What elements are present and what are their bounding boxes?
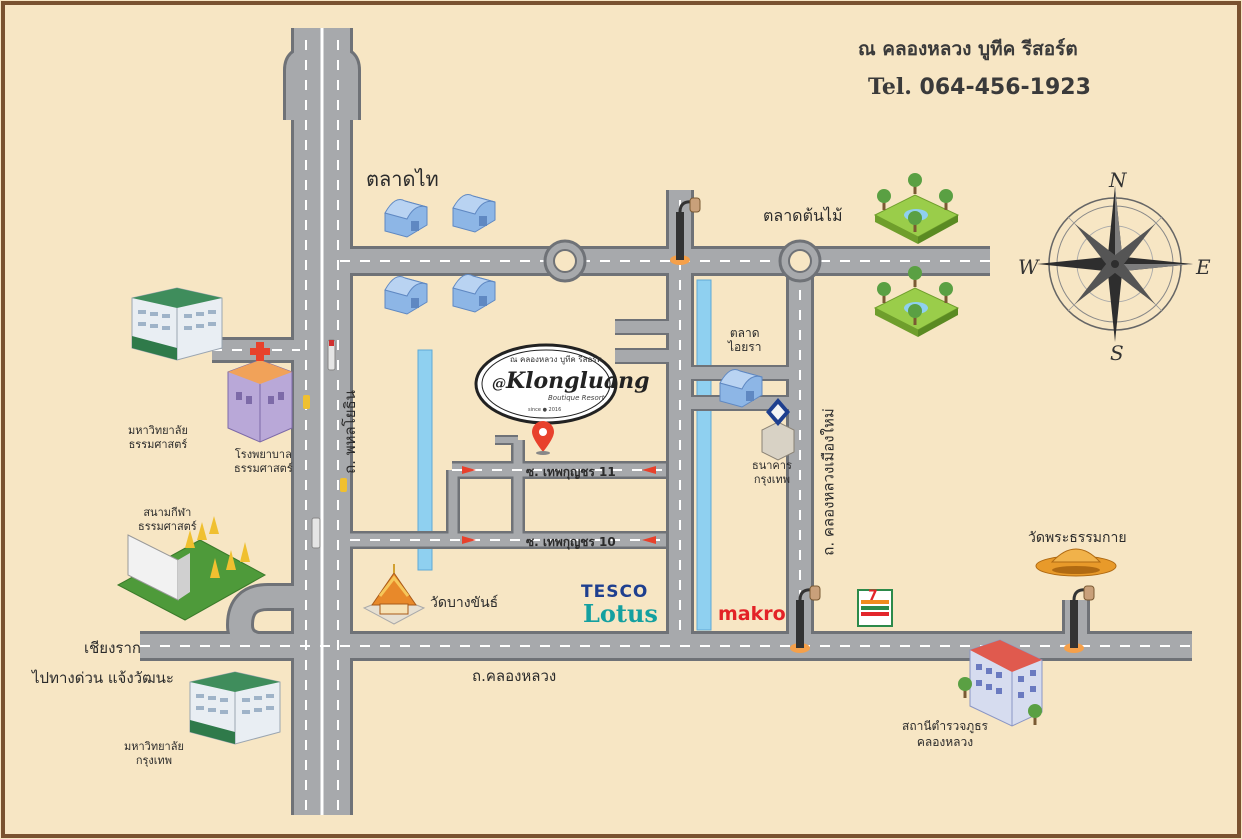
tesco-logo-text: TESCO [581,582,649,602]
talad-aira-line1: ตลาด [729,326,760,340]
resort-location-pin-icon [532,421,554,455]
phahonyothin-road-label: ถ. พหลโยธิน [340,390,359,474]
thammasat-hospital-line1: โรงพยาบาล [234,448,292,461]
thammasat-university-label: มหาวิทยาลัย ธรรมศาสตร์ [128,424,188,452]
bangkok-bank-line2: กรุงเทพ [753,473,791,486]
thammasat-stadium-line1: สนามกีฬา [143,506,192,519]
police-station-label: สถานีตำรวจภูธร คลองหลวง [902,718,988,750]
dhammakaya-dome-icon [1035,548,1117,577]
logo-since: since ● 2016 [528,407,562,413]
car-icon [340,478,347,492]
police-station-icon [958,639,1043,727]
soi-10-label: ซ. เทพกุญชร 10 [526,535,616,549]
car-icon [303,395,310,409]
logo-at: @ [492,376,506,392]
tel-number: 064-456-1923 [919,75,1091,100]
logo-name-text: Klongluang [506,368,650,394]
compass-west: W [1018,255,1039,279]
telephone-line: Tel. 064-456-1923 [868,74,1091,100]
tree-garden-icon [873,173,960,244]
compass-east: E [1196,255,1211,279]
police-station-line1: สถานีตำรวจภูธร [902,719,988,733]
talad-thai-label: ตลาดไท [366,167,439,191]
thammasat-university-line1: มหาวิทยาลัย [128,424,188,437]
bangkok-bank-label: ธนาคาร กรุงเทพ [752,459,792,487]
logo-top-text: ณ คลองหลวง บูทีค รีสอร์ท [510,355,602,364]
temple-icon [362,564,426,625]
compass-rose-icon [1037,186,1193,342]
resort-name-heading: ณ คลองหลวง บูทีค รีสอร์ต [858,38,1078,60]
thammasat-stadium-line2: ธรรมศาสตร์ [138,520,197,533]
lotus-logo-text: Lotus [583,599,658,628]
compass-south: S [1110,341,1124,365]
thammasat-university-line2: ธรรมศาสตร์ [128,438,188,451]
wat-dhammakaya-label: วัดพระธรรมกาย [1028,530,1127,546]
thammasat-hospital-label: โรงพยาบาล ธรรมศาสตร์ [234,448,293,476]
talad-aira-label: ตลาด ไอยรา [728,326,761,354]
thammasat-hospital-line2: ธรรมศาสตร์ [234,462,293,475]
tel-prefix: Tel. [868,74,912,100]
thammasat-university-building-icon [131,287,223,361]
bangkok-university-building-icon [189,671,281,745]
chiang-rak-label: เชียงราก [84,639,141,657]
to-expressway-label: ไปทางด่วน แจ้งวัฒนะ [32,669,174,687]
soi-arrows [462,466,656,544]
bangkok-bank-icon [761,398,795,461]
stadium-icon [116,516,267,621]
khlongluang-road-label: ถ.คลองหลวง [472,667,557,685]
canal-west [417,349,433,571]
compass-north: N [1109,168,1127,192]
khlongluang-mai-road-label: ถ. คลองหลวงเมืองใหม่ [819,408,838,556]
bangkok-university-line2: กรุงเทพ [135,754,173,767]
bangkok-university-label: มหาวิทยาลัย กรุงเทพ [124,740,184,768]
thammasat-stadium-label: สนามกีฬา ธรรมศาสตร์ [138,506,197,534]
seven-eleven-logo [857,589,893,627]
logo-name: @Klongluang [492,368,650,394]
hospital-building-icon [227,342,293,443]
car-icon [311,517,321,549]
soi-11-label: ซ. เทพกุญชร 11 [526,465,616,479]
police-station-line2: คลองหลวง [916,735,974,749]
bangkok-university-line1: มหาวิทยาลัย [124,740,184,753]
logo-subtitle: Boutique Resort [548,394,605,402]
tree-garden-icon [873,266,960,337]
bangkok-bank-line1: ธนาคาร [752,459,792,472]
makro-logo-text: makro [718,603,786,625]
canal-east [696,279,712,631]
wat-bangkhan-label: วัดบางขันธ์ [430,595,499,611]
seven-eleven-number: 7 [868,588,878,604]
talad-aira-line2: ไอยรา [728,340,762,354]
talad-tonmai-label: ตลาดต้นไม้ [763,206,843,225]
